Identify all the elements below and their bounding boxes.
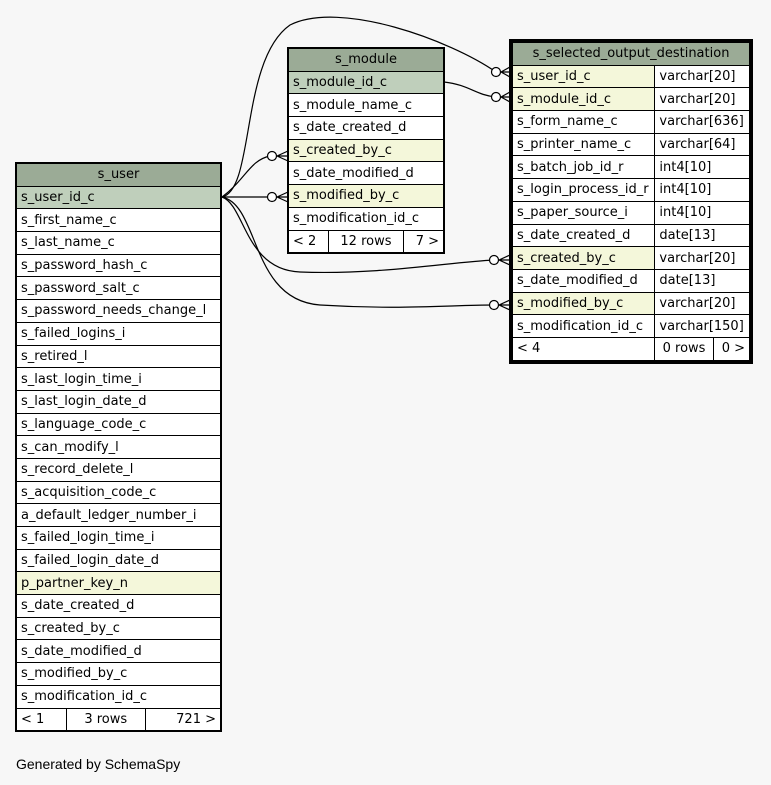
column-name: p_partner_key_n [16,571,221,596]
column-name: s_password_needs_change_l [16,299,221,323]
column-name: s_last_login_date_d [16,389,221,414]
link-user-to-sod-modified-by [221,196,495,308]
column-name: s_batch_job_id_r [511,155,656,180]
children-count: 721 > [145,707,221,732]
column-name: s_login_process_id_r [511,178,656,202]
column-name: s_date_modified_d [16,639,221,664]
column-name: s_module_id_c [288,70,444,95]
link-end-circle [488,299,500,311]
crowfoot-mark [498,299,511,311]
crowfoot-mark [276,191,289,203]
column-type: date[13] [654,268,750,293]
children-count: 7 > [402,229,445,254]
column-name: s_language_code_c [16,412,221,437]
column-name: s_paper_source_i [511,200,656,225]
column-name: s_module_name_c [288,93,444,118]
column-name: s_modified_by_c [511,291,656,316]
column-name: s_acquisition_code_c [16,480,221,505]
column-name: s_last_name_c [16,231,221,255]
column-type: int4[10] [654,178,750,202]
row-count: 12 rows [328,229,404,254]
column-name: s_user_id_c [511,64,656,89]
column-name: s_module_id_c [511,87,656,112]
crowfoot-mark [500,66,511,78]
column-name: s_date_created_d [288,116,444,140]
column-name: s_created_by_c [16,616,221,641]
column-type: varchar[64] [654,132,750,157]
column-name: s_date_modified_d [288,161,444,186]
column-type: varchar[20] [654,246,750,270]
crowfoot-mark [498,254,511,266]
column-name: s_retired_l [16,344,221,369]
column-name: s_form_name_c [511,110,656,134]
link-user-to-sod-created-by [221,196,495,274]
row-count: 3 rows [65,707,147,732]
link-user-to-sod-user-id [221,16,497,198]
column-name: s_first_name_c [16,208,221,233]
link-user-to-module-created-by [221,155,271,198]
column-name: s_modification_id_c [288,206,444,231]
parents-count: < 2 [287,229,330,254]
column-name: s_failed_login_date_d [16,548,221,573]
table-title: s_module [288,48,444,72]
column-name: s_created_by_c [288,138,444,163]
column-type: varchar[150] [654,314,750,338]
table-title: s_selected_output_destination [512,42,750,66]
column-type: int4[10] [654,155,750,180]
crowfoot-mark [276,150,289,162]
column-name: s_date_created_d [16,594,221,618]
column-name: s_user_id_c [16,185,221,210]
link-end-circle [488,254,500,266]
column-name: s_date_created_d [511,223,656,248]
column-name: s_failed_login_time_i [16,526,221,550]
column-name: s_can_modify_l [16,435,221,459]
column-name: s_failed_logins_i [16,321,221,346]
column-name: s_created_by_c [511,246,656,270]
link-end-circle [266,150,278,162]
column-name: s_modified_by_c [16,662,221,686]
column-type: varchar[20] [654,64,750,89]
column-type: date[13] [654,223,750,248]
column-name: s_password_salt_c [16,276,221,301]
column-name: s_modification_id_c [16,684,221,709]
parents-count: < 1 [16,707,67,732]
column-name: s_modification_id_c [511,314,656,338]
column-type: varchar[636] [654,110,750,134]
column-name: s_last_login_time_i [16,367,221,391]
column-name: s_printer_name_c [511,132,656,157]
children-count: 0 > [712,336,751,361]
column-name: s_record_delete_l [16,457,221,482]
column-name: s_password_hash_c [16,253,221,278]
column-type: varchar[20] [654,291,750,316]
column-name: s_modified_by_c [288,184,444,208]
row-count: 0 rows [654,336,714,361]
link-end-circle [490,66,502,78]
table-s-selected-output-destination[interactable]: s_selected_output_destination s_user_id_… [509,39,753,364]
column-type: varchar[20] [654,87,750,112]
column-name: s_date_modified_d [511,268,656,293]
table-title: s_user [16,163,221,187]
crowfoot-mark [500,91,511,103]
generated-by-text: Generated by SchemaSpy [16,756,181,772]
parents-count: < 4 [511,336,656,361]
table-s-module[interactable]: s_module s_module_id_c s_module_name_c s… [287,47,445,255]
column-type: int4[10] [654,200,750,225]
column-name: a_default_ledger_number_i [16,503,221,527]
link-end-circle [266,191,278,203]
link-module-to-sod-module-id [443,81,497,98]
table-s-user[interactable]: s_user s_user_id_c s_first_name_c s_last… [15,162,222,733]
link-end-circle [490,91,502,103]
